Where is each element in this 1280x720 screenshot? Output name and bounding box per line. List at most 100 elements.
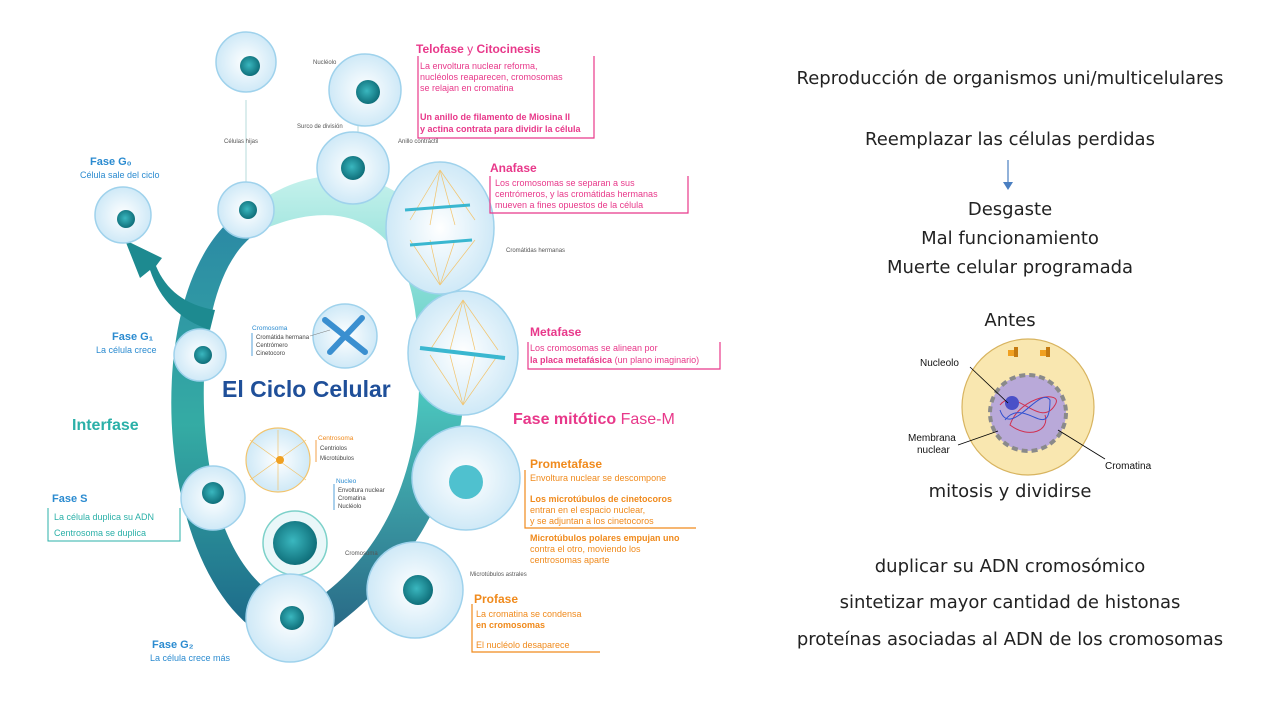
text-antes: Antes bbox=[984, 310, 1036, 331]
cell-label-nucleolo: Nucleolo bbox=[920, 358, 959, 369]
prometaphase-l6: contra el otro, moviendo los bbox=[530, 544, 641, 554]
cell-label-membrana: Membrana bbox=[908, 433, 956, 444]
telophase-sep: y bbox=[467, 42, 473, 56]
cell-s-phase bbox=[180, 465, 246, 531]
metaphase-l2: la placa metafásica bbox=[530, 355, 613, 365]
metaphase-l1: Los cromosomas se alinean por bbox=[530, 343, 658, 353]
label-cromosoma-tag: Cromosoma bbox=[345, 551, 378, 557]
metaphase-name: Metafase bbox=[530, 325, 582, 339]
anaphase-l1: Los cromosomas se separan a sus bbox=[495, 178, 635, 188]
s-desc1: La célula duplica su ADN bbox=[54, 512, 154, 522]
cell-prometaphase bbox=[411, 425, 521, 531]
telophase-l2: nucléolos reaparecen, cromosomas bbox=[420, 72, 563, 82]
bottom-item: sintetizar mayor cantidad de histonas bbox=[839, 592, 1181, 613]
svg-text:Telofase y Citocinesis: Telofase y Citocinesis bbox=[416, 42, 541, 56]
telophase-l4: Un anillo de filamento de Miosina II bbox=[420, 112, 570, 122]
nucleus-box-item: Envoltura nuclear bbox=[338, 488, 385, 494]
prometaphase-l4: y se adjuntan a los cinetocoros bbox=[530, 516, 654, 526]
g1-name: Fase G₁ bbox=[112, 331, 154, 343]
cell-telophase-top bbox=[328, 53, 402, 127]
prophase-l2: en cromosomas bbox=[476, 620, 545, 630]
telophase-name: Telofase bbox=[416, 42, 464, 56]
metaphase-l2b: (un plano imaginario) bbox=[615, 355, 700, 365]
cell-nucleus-detail bbox=[262, 510, 328, 576]
anaphase-name: Anafase bbox=[490, 161, 537, 175]
centrosome-box: Centrosoma Centriolos Microtúbulos bbox=[315, 435, 354, 462]
cell-cycle-diagram: Telofase y Citocinesis La envoltura nucl… bbox=[47, 31, 721, 663]
prometaphase-l7: centrosomas aparte bbox=[530, 555, 610, 565]
arrow-down-icon bbox=[1003, 160, 1013, 190]
telophase-name-2: Citocinesis bbox=[476, 42, 540, 56]
anaphase-l2: centrómeros, y las cromátidas hermanas bbox=[495, 189, 658, 199]
s-name: Fase S bbox=[52, 493, 87, 505]
cell-prophase bbox=[366, 541, 464, 639]
chromosome-box: Cromosoma Cromátida hermana Centrómero C… bbox=[251, 325, 331, 357]
g2-name: Fase G₂ bbox=[152, 639, 194, 651]
bottom-item: proteínas asociadas al ADN de los cromos… bbox=[796, 629, 1224, 650]
mitotic-label: Fase mitótico bbox=[513, 411, 616, 428]
g0-exit-arrow bbox=[125, 240, 215, 330]
nucleus-box-title: Nucleo bbox=[336, 478, 357, 485]
phase-brackets bbox=[417, 56, 721, 653]
label-nucleolo: Nucléolo bbox=[313, 60, 337, 66]
telophase-l3: se relajan en cromatina bbox=[420, 83, 514, 93]
g2-desc: La célula crece más bbox=[150, 653, 231, 663]
prophase-l1: La cromatina se condensa bbox=[476, 609, 582, 619]
label-anillo: Anillo contráctil bbox=[398, 139, 438, 145]
cell-centrosome-detail bbox=[245, 427, 311, 493]
cause-item: Muerte celular programada bbox=[886, 257, 1134, 278]
prometaphase-name: Prometafase bbox=[530, 457, 602, 471]
chromosome-box-title: Cromosoma bbox=[252, 325, 288, 332]
cause-item: Desgaste bbox=[967, 199, 1053, 220]
cell-label-nuclear: nuclear bbox=[917, 445, 950, 456]
interphase-label: Interfase bbox=[72, 417, 139, 434]
bottom-item: duplicar su ADN cromosómico bbox=[874, 556, 1146, 577]
telophase-l1: La envoltura nuclear reforma, bbox=[420, 61, 538, 71]
cell-label-cromatina: Cromatina bbox=[1105, 461, 1152, 472]
prometaphase-l5: Microtúbulos polares empujan uno bbox=[530, 533, 680, 543]
cell-anaphase bbox=[385, 161, 495, 295]
prophase-l3: El nucléolo desaparece bbox=[476, 640, 570, 650]
cell-daughter-top bbox=[215, 31, 277, 93]
telophase-l5: y actina contrata para dividir la célula bbox=[420, 124, 582, 134]
diagram-title: El Ciclo Celular bbox=[222, 376, 391, 402]
g0-desc: Célula sale del ciclo bbox=[80, 170, 160, 180]
prometaphase-l2: Los microtúbulos de cinetocoros bbox=[530, 494, 672, 504]
cell-daughter-bottom bbox=[217, 181, 275, 239]
centrosome-box-title: Centrosoma bbox=[318, 435, 354, 442]
nucleus-box-item: Cromatina bbox=[338, 496, 366, 502]
nucleus-box: Nucleo Envoltura nuclear Cromatina Nuclé… bbox=[333, 478, 385, 510]
chromosome-box-item: Cromátida hermana bbox=[256, 335, 310, 341]
chromosome-box-item: Cinetocoro bbox=[256, 351, 286, 357]
prometaphase-l1: Envoltura nuclear se descompone bbox=[530, 473, 666, 483]
cell-telophase-bottom bbox=[316, 131, 390, 205]
prometaphase-l3: entran en el espacio nuclear, bbox=[530, 505, 645, 515]
cell-g1 bbox=[173, 328, 227, 382]
text-mitosis: mitosis y dividirse bbox=[928, 481, 1092, 502]
text-replace-cells: Reemplazar las células perdidas bbox=[865, 129, 1155, 150]
anaphase-l3: mueven a fines opuestos de la célula bbox=[495, 200, 643, 210]
centrosome-box-item: Microtúbulos bbox=[320, 456, 354, 462]
centrosome-box-item: Centriolos bbox=[320, 446, 347, 452]
cell-metaphase bbox=[407, 290, 519, 416]
cell-chromosome-detail bbox=[312, 303, 378, 369]
text-reproduction: Reproducción de organismos uni/multicelu… bbox=[796, 68, 1224, 89]
label-microtubulos-astrales: Microtúbulos astrales bbox=[470, 572, 527, 578]
mitotic-label-light: Fase-M bbox=[621, 411, 675, 428]
prophase-name: Profase bbox=[474, 592, 518, 606]
centriole-icon bbox=[1008, 347, 1050, 357]
label-hijas: Células hijas bbox=[224, 139, 258, 145]
svg-text:la placa metafásica (un pl: la placa metafásica (un plano imaginario… bbox=[530, 355, 699, 365]
s-desc2: Centrosoma se duplica bbox=[54, 528, 146, 538]
cell-g2 bbox=[245, 573, 335, 663]
chromosome-box-item: Centrómero bbox=[256, 343, 288, 349]
g1-desc: La célula crece bbox=[96, 345, 157, 355]
cause-item: Mal funcionamiento bbox=[921, 228, 1099, 249]
label-surco: Surco de división bbox=[297, 124, 343, 130]
svg-text:Fase mitótico Fase-M: Fase mitótico Fase-M bbox=[513, 411, 675, 428]
nucleus-box-item: Nucléolo bbox=[338, 504, 362, 510]
cell-before-illustration: Nucleolo Membrana nuclear Cromatina bbox=[908, 338, 1152, 476]
g0-name: Fase G₀ bbox=[90, 156, 132, 168]
cell-g0 bbox=[94, 186, 152, 244]
label-cromatidas-hermanas: Cromátidas hermanas bbox=[506, 248, 565, 254]
